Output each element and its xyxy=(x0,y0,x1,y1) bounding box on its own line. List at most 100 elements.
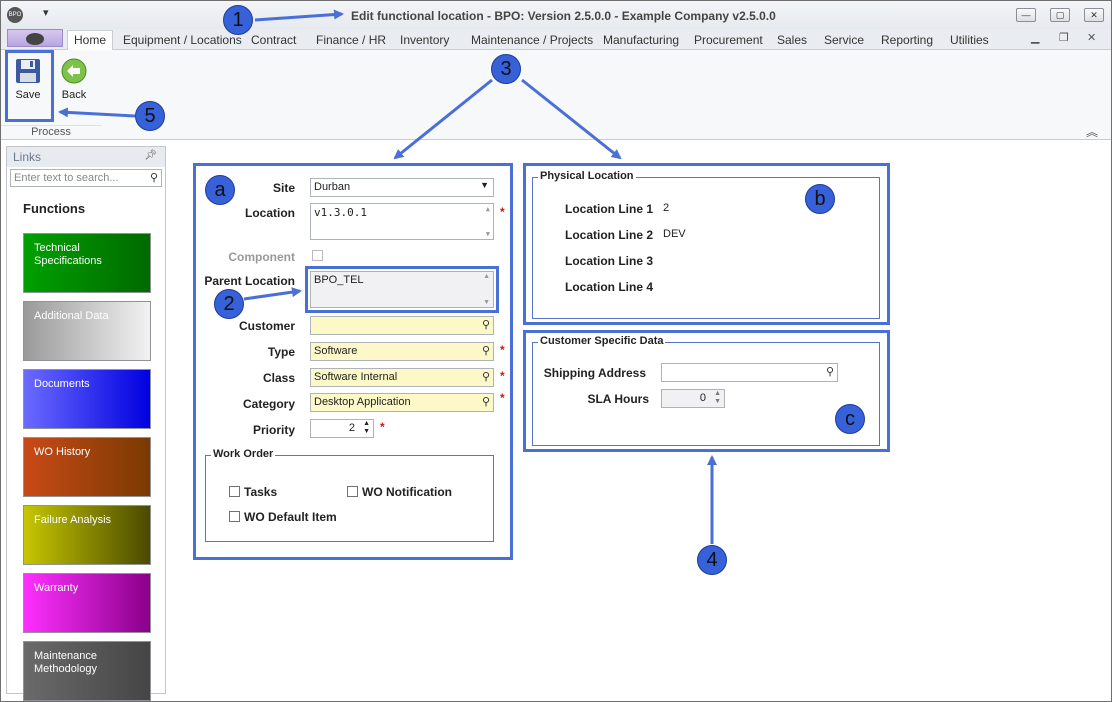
tab-procurement[interactable]: Procurement xyxy=(694,33,763,47)
tab-equipment-locations[interactable]: Equipment / Locations xyxy=(123,33,242,47)
mdi-close-icon[interactable]: ✕ xyxy=(1087,32,1097,44)
tab-contract[interactable]: Contract xyxy=(251,33,297,47)
tab-inventory[interactable]: Inventory xyxy=(400,33,450,47)
links-header: Links 📌︎ xyxy=(7,147,165,167)
ribbon: Save Back xyxy=(1,50,1111,140)
customer-specific-group: Customer Specific Data xyxy=(532,335,880,446)
annotation-badge-1: 1 xyxy=(223,5,253,35)
collapse-ribbon-icon[interactable]: ︽ xyxy=(1086,125,1099,139)
stepper-arrows-icon[interactable]: ▲▼ xyxy=(363,420,370,435)
location-value: v1.3.0.1 xyxy=(314,206,367,219)
component-label: Component xyxy=(228,250,295,264)
application-menu-button[interactable] xyxy=(7,29,63,47)
site-select[interactable]: Durban ▼ xyxy=(310,178,494,197)
work-order-group: Work Order xyxy=(205,448,494,542)
wo-notification-label: WO Notification xyxy=(362,485,452,499)
links-panel: Links 📌︎ Enter text to search... ⚲ Funct… xyxy=(6,146,166,701)
function-tile-documents[interactable]: Documents xyxy=(23,369,151,429)
tab-home[interactable]: Home xyxy=(67,30,114,51)
category-required-mark: * xyxy=(500,391,505,405)
sla-hours-stepper[interactable]: 0 ▲▼ xyxy=(661,389,725,408)
function-tile-label: Maintenance Methodology xyxy=(34,650,97,675)
search-icon[interactable]: ⚲ xyxy=(481,396,490,408)
function-tile-warranty[interactable]: Warranty xyxy=(23,573,151,633)
class-value: Software Internal xyxy=(314,371,398,383)
tab-reporting[interactable]: Reporting xyxy=(881,33,934,47)
function-tile-wo-history[interactable]: WO History xyxy=(23,437,151,497)
parent-location-field[interactable]: BPO_TEL ▲ ▼ xyxy=(310,271,494,308)
chevron-down-icon[interactable]: ▼ xyxy=(480,180,489,190)
title-bar: BPO ▾ Edit functional location - BPO: Ve… xyxy=(1,1,1111,29)
minimize-button[interactable]: — xyxy=(1016,8,1036,22)
wo-default-item-label: WO Default Item xyxy=(244,510,337,524)
mdi-minimize-icon[interactable]: ▁ xyxy=(1031,32,1040,44)
annotation-box-a xyxy=(193,163,513,560)
class-required-mark: * xyxy=(500,369,505,383)
search-icon[interactable]: ⚲ xyxy=(481,371,490,383)
wo-default-item-checkbox[interactable] xyxy=(229,511,240,522)
links-title: Links xyxy=(13,150,42,164)
type-field[interactable]: Software ⚲ xyxy=(310,342,494,361)
quick-access-dropdown-icon[interactable]: ▾ xyxy=(43,7,49,19)
tasks-checkbox[interactable] xyxy=(229,486,240,497)
location-line-2-value: DEV xyxy=(663,228,686,240)
tab-utilities[interactable]: Utilities xyxy=(950,33,989,47)
tab-service[interactable]: Service xyxy=(824,33,865,47)
customer-specific-caption: Customer Specific Data xyxy=(538,335,666,347)
wo-notification-checkbox[interactable] xyxy=(347,486,358,497)
annotation-badge-3: 3 xyxy=(491,54,521,84)
component-checkbox[interactable] xyxy=(312,250,323,261)
maximize-button[interactable]: ▢ xyxy=(1050,8,1070,22)
mdi-restore-icon[interactable]: ❐ xyxy=(1059,32,1069,44)
annotation-box-parent-location xyxy=(305,266,499,313)
function-tile-maintenance-methodology[interactable]: Maintenance Methodology xyxy=(23,641,151,701)
back-button[interactable]: Back xyxy=(53,55,95,110)
annotation-badge-c: c xyxy=(835,404,865,434)
search-icon[interactable]: ⚲ xyxy=(481,345,490,357)
priority-stepper[interactable]: 2 ▲▼ xyxy=(310,419,374,438)
site-value: Durban xyxy=(314,181,351,193)
function-tile-technical-specifications[interactable]: Technical Specifications xyxy=(23,233,151,293)
search-icon[interactable]: ⚲ xyxy=(825,366,834,378)
search-icon[interactable]: ⚲ xyxy=(149,172,158,184)
annotation-badge-b: b xyxy=(805,184,835,214)
window-title: Edit functional location - BPO: Version … xyxy=(351,9,776,23)
function-tile-additional-data[interactable]: Additional Data xyxy=(23,301,151,361)
function-tile-label: Documents xyxy=(34,378,90,390)
location-line-1-label: Location Line 1 xyxy=(565,202,654,216)
tab-finance-hr[interactable]: Finance / HR xyxy=(316,33,387,47)
search-placeholder: Enter text to search... xyxy=(14,172,119,184)
pin-icon[interactable]: 📌︎ xyxy=(144,150,157,161)
back-label: Back xyxy=(61,89,87,101)
save-label: Save xyxy=(15,89,41,101)
scroll-down-icon[interactable]: ▼ xyxy=(483,299,490,306)
search-icon[interactable]: ⚲ xyxy=(481,319,490,331)
tab-manufacturing[interactable]: Manufacturing xyxy=(603,33,680,47)
tab-maintenance-projects[interactable]: Maintenance / Projects xyxy=(471,33,594,47)
function-tile-label: Additional Data xyxy=(34,310,109,322)
scroll-up-icon[interactable]: ▲ xyxy=(485,205,490,213)
annotation-badge-5: 5 xyxy=(135,101,165,131)
close-button[interactable]: ✕ xyxy=(1084,8,1104,22)
annotation-box-b xyxy=(523,163,890,325)
app-logo-icon: BPO xyxy=(7,7,23,23)
function-tile-failure-analysis[interactable]: Failure Analysis xyxy=(23,505,151,565)
customer-field[interactable]: ⚲ xyxy=(310,316,494,335)
scroll-down-icon[interactable]: ▼ xyxy=(485,230,490,238)
location-field[interactable]: v1.3.0.1 ▲ ▼ xyxy=(310,203,494,240)
category-field[interactable]: Desktop Application ⚲ xyxy=(310,393,494,412)
category-label: Category xyxy=(242,397,295,411)
ribbon-group-process: Process xyxy=(1,125,101,139)
green-back-arrow-icon xyxy=(61,58,87,84)
links-search-input[interactable]: Enter text to search... ⚲ xyxy=(10,169,162,187)
save-button[interactable]: Save xyxy=(7,55,49,110)
stepper-arrows-icon[interactable]: ▲▼ xyxy=(714,390,721,405)
shipping-address-field[interactable]: ⚲ xyxy=(661,363,838,382)
scroll-up-icon[interactable]: ▲ xyxy=(483,273,490,280)
customer-label: Customer xyxy=(238,319,295,333)
priority-label: Priority xyxy=(252,423,295,437)
function-tile-label: Warranty xyxy=(34,582,79,594)
tab-sales[interactable]: Sales xyxy=(777,33,808,47)
function-tile-label: Failure Analysis xyxy=(34,514,112,526)
class-field[interactable]: Software Internal ⚲ xyxy=(310,368,494,387)
